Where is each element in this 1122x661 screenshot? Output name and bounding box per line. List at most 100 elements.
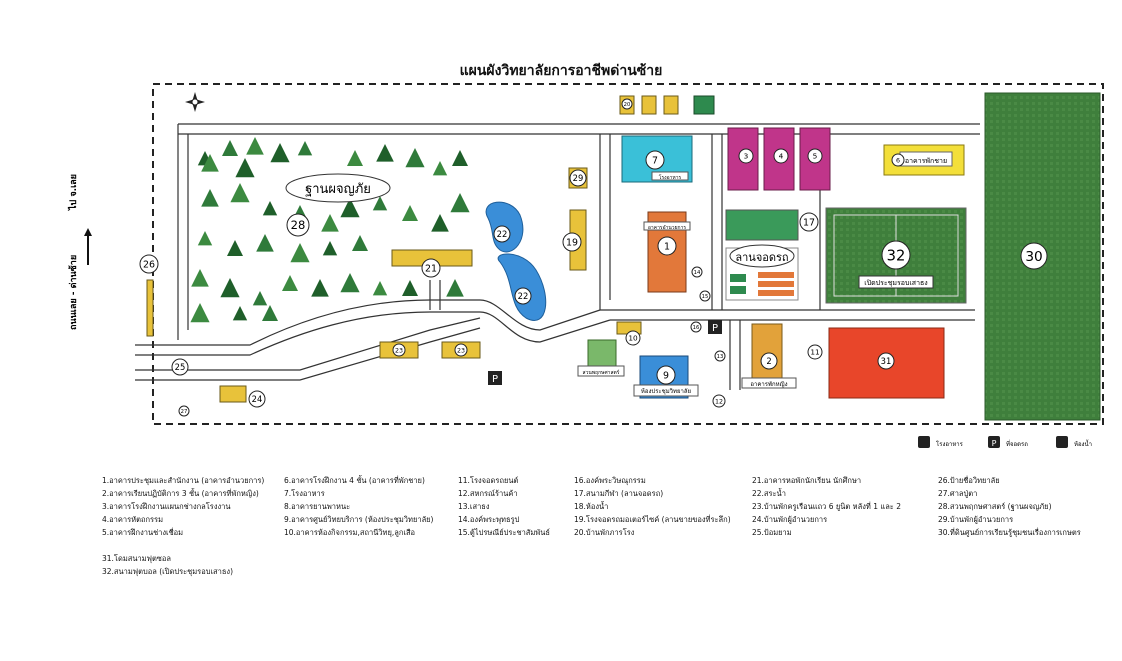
icon-legend: โรงอาหาร P ที่จอดรถ ห้องน้ำ (918, 436, 1092, 448)
svg-text:29: 29 (573, 173, 584, 183)
tree-icon (201, 189, 219, 207)
svg-text:ห้องน้ำ: ห้องน้ำ (1074, 438, 1092, 448)
pond-22 (485, 201, 547, 321)
tree-icon (222, 140, 238, 156)
tree-icon (376, 144, 394, 162)
legend-item: 3.อาคารโรงฝึกงานแผนกช่างกลโรงงาน (102, 502, 231, 511)
legend-item: 9.อาคารศูนย์วิทยบริการ (ห้องประชุมวิทยาล… (284, 515, 434, 524)
marker-17: 17 (799, 212, 819, 232)
legend-item: 24.บ้านพักผู้อำนวยการ (752, 515, 828, 524)
legend-item: 20.บ้านพักภารโรง (574, 528, 635, 537)
toilet-icon (1056, 436, 1068, 448)
svg-text:17: 17 (803, 217, 815, 228)
legend-item: 18.ห้องน้ำ (574, 502, 609, 511)
legend-col-2: 6.อาคารโรงฝึกงาน 4 ชั้น (อาคารที่พักชาย)… (284, 474, 433, 539)
forest-trees (190, 137, 470, 323)
svg-text:6: 6 (896, 157, 900, 164)
legend-item: 6.อาคารโรงฝึกงาน 4 ชั้น (อาคารที่พักชาย) (284, 476, 425, 485)
tree-icon (340, 273, 360, 293)
svg-text:โรงอาหาร: โรงอาหาร (936, 440, 964, 448)
campus-boundary (152, 83, 1104, 425)
svg-text:9: 9 (663, 370, 669, 381)
tree-icon (452, 150, 468, 166)
tree-icon (232, 306, 248, 321)
tree-icon (197, 231, 213, 246)
tree-icon (446, 279, 464, 297)
building-6-label: อาคารพักชาย (905, 157, 947, 165)
svg-text:22: 22 (497, 229, 508, 239)
marker-9: 9 (656, 365, 676, 385)
marker-7: 7 (645, 150, 665, 170)
svg-text:32: 32 (887, 247, 906, 264)
building-green-small (693, 95, 715, 115)
marker-14: 14 (691, 266, 703, 278)
garden-label: สวนพฤกษศาสตร์ (583, 369, 620, 376)
svg-text:23: 23 (457, 347, 465, 354)
svg-text:14: 14 (694, 270, 701, 276)
to-loei-label: ไป จ.เลย (67, 174, 79, 211)
marker-24: 24 (248, 390, 266, 408)
tree-icon (252, 291, 268, 306)
svg-text:11: 11 (810, 348, 819, 357)
svg-text:ที่จอดรถ: ที่จอดรถ (1006, 440, 1028, 448)
marker-19: 19 (562, 232, 582, 252)
marker-1: 1 (657, 236, 677, 256)
marker-2: 2 (760, 352, 778, 370)
canteen-label: โรงอาหาร (659, 174, 682, 181)
svg-text:26: 26 (143, 259, 155, 270)
marker-10: 10 (625, 330, 641, 346)
legend-item (102, 539, 264, 552)
tree-icon (270, 143, 290, 163)
marker-15: 15 (699, 290, 711, 302)
marker-31: 31 (877, 352, 895, 370)
sports-court-17 (725, 209, 799, 241)
tree-icon (227, 240, 243, 256)
marker-30: 30 (1020, 242, 1048, 270)
legend-col-1: 1.อาคารประชุมและสำนักงาน (อาคารอำนวยการ)… (102, 474, 264, 578)
legend-item: 10.อาคารห้องกิจกรรม,สถานีวิทยุ,ลูกเสือ (284, 528, 416, 537)
marker-3: 3 (738, 148, 754, 164)
tree-icon (282, 275, 298, 291)
svg-text:31: 31 (881, 356, 892, 366)
tree-icon (372, 281, 388, 296)
marker-27: 27 (178, 405, 190, 417)
svg-text:13: 13 (717, 354, 724, 360)
tree-icon (431, 214, 449, 232)
legend-item: 25.ป้อมยาม (752, 528, 792, 537)
marker-16: 16 (690, 321, 702, 333)
marker-6: 6 (891, 153, 905, 167)
field-32-label-box (858, 275, 934, 289)
marker-20: 20 (621, 98, 633, 110)
tree-icon (352, 235, 368, 251)
svg-text:19: 19 (566, 237, 578, 248)
legend-item: 22.สระน้ำ (752, 489, 786, 498)
marker-13: 13 (714, 350, 726, 362)
tree-icon (405, 148, 425, 168)
svg-text:22: 22 (518, 291, 529, 301)
legend-item: 23.บ้านพักครูเรือนแถว 6 ยูนิต หลังที่ 1 … (752, 502, 901, 511)
tree-icon (321, 214, 339, 232)
marker-26: 26 (139, 254, 159, 274)
svg-text:4: 4 (779, 152, 784, 161)
tree-icon (322, 241, 338, 256)
svg-text:3: 3 (744, 152, 749, 161)
tree-icon (201, 154, 219, 172)
legend-item: 8.อาคารยานพาหนะ (284, 502, 351, 511)
svg-text:16: 16 (693, 325, 700, 331)
legend-item: 29.บ้านพักผู้อำนวยการ (938, 515, 1014, 524)
svg-text:2: 2 (766, 356, 771, 366)
legend-item: 30.ที่ดินศูนย์การเรียนรู้ชุมชนเรื่องการเ… (938, 528, 1081, 537)
legend-item: 32.สนามฟุตบอล (เปิดประชุมรอบเสาธง) (102, 567, 233, 576)
field-32-label: เปิดประชุมรอบเสาธง (864, 279, 927, 287)
parking-legend-icon (988, 436, 1000, 448)
svg-text:7: 7 (652, 155, 658, 166)
marker-12: 12 (712, 394, 726, 408)
svg-text:P: P (492, 374, 498, 385)
legend-item: 19.โรงจอดรถมอเตอร์ไซค์ (ลานขายของที่ระลึ… (574, 515, 731, 524)
tree-icon (190, 303, 210, 323)
marker-22: 22 (514, 287, 532, 305)
